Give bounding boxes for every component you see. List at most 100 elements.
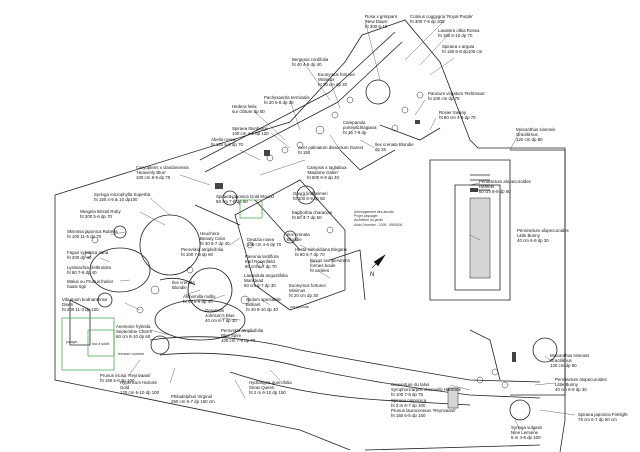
plant-label-line: Prunus incisa 'Reynvaanii'	[100, 373, 151, 378]
plant-label-line: Spiraea japonica Firelight	[578, 412, 628, 417]
plant-label-line: 50 cm 6-7 dp 30	[244, 283, 276, 289]
lawn-sandbox	[87, 329, 115, 357]
plant-label-line: Brilliant	[246, 302, 261, 308]
oval-bed-4	[154, 299, 246, 341]
plant-label-line: Snow Queen	[249, 385, 275, 391]
plant-label-line: ht 300 6-10	[365, 24, 388, 30]
plant-label-line: Pachysandra terminalis	[264, 95, 310, 100]
plant-label-line: Lavatera olbia Rosea	[438, 28, 480, 33]
plant-label-line: ht 100 11-5 dp 70	[67, 234, 102, 240]
plant-label-line: Gracillimus	[550, 358, 572, 364]
plant-label-line: formes boule	[310, 263, 336, 269]
label-sandbox-text: bac à sable	[92, 342, 110, 346]
plant-label-line: ht 150 5-6 dp 100	[100, 378, 135, 384]
label-terrace-text: terrasse couverte	[118, 352, 145, 356]
plant-label-line: Weigela Bristol Ruby	[80, 209, 121, 214]
plant-label-line: ht 100 7-8 dp 75	[391, 392, 423, 398]
plant-label-line: ht 40 6-9 dp 40	[183, 299, 213, 305]
terrace-area	[234, 179, 346, 311]
plant-label-line: 60 cm 8-10 dp 60	[116, 334, 151, 340]
round-bed-3	[89, 247, 151, 293]
plant-label-line: Euonymus fortunei	[289, 283, 326, 288]
plant-label-line: Perovskia atriplicifolia	[181, 247, 224, 252]
plant-label-line: ht 120 6-8 dp 70	[211, 142, 243, 148]
plant-label-line: Johnson's Blue	[205, 313, 235, 319]
plant-label-prunus-reynvaanii: Prunus incisa 'Reynvaanii'ht 150 5-6 dp …	[100, 373, 151, 383]
plant-label-line: Campanula	[343, 120, 366, 125]
plant-label-line: Syringa microphylla Superba	[94, 192, 151, 197]
plant-label-line: ht 200 11-3 dp 100	[62, 307, 99, 313]
plant-label-line: 40 cm 6-7 dp 30	[205, 318, 237, 324]
plant-label-line: sur clôture dp 50	[232, 109, 265, 115]
plant-label-line: Spiraea japonica Gold Mound	[216, 194, 274, 199]
plant-label-line: 80 cm 6-7 dp 70	[245, 264, 277, 270]
plant-label-line: 'Heavenly Blue'	[136, 170, 166, 176]
plant-label-line: Panicum virgatum 'Rehbraun'	[428, 91, 486, 96]
tree-circle-6	[509, 399, 531, 421]
plant-label-line: ht 80 7-8 dp 40	[67, 270, 97, 276]
tree-circle-5	[532, 337, 558, 363]
plant-label-line: Deutzia rosea	[247, 237, 275, 242]
plant-label-line: haute tige	[67, 284, 87, 290]
plant-label-line: Fagus sylvatica nana	[67, 250, 109, 255]
plant-label-line: Anemone hybrida	[116, 324, 151, 329]
tree-circle-7	[113, 225, 127, 239]
plant-label-line: Septembre Charm	[116, 329, 152, 335]
lawn-small	[239, 199, 263, 219]
fence-band	[199, 31, 403, 173]
plant-label-line: 100 cm 4-6 dp 120	[232, 131, 269, 137]
plant-label-line: Gold	[120, 385, 130, 391]
plant-label-line: dp 25	[375, 147, 386, 153]
house-right-wing	[510, 149, 566, 396]
plant-label-line: Pennisetum alopecuroides	[555, 377, 607, 382]
driveway-inner	[159, 352, 541, 399]
plant-label-line: Ilex crenata	[172, 280, 195, 285]
plant-label-line: Minimus	[318, 77, 335, 83]
plant-label-line: 100 cm 7-9 dp 70	[221, 338, 256, 344]
plant-label-line: ht 200 5-6 dp 70	[80, 214, 112, 220]
plant-label-line: Syringa vulgaris	[511, 425, 543, 430]
plant-label-line: ht 60 4-7 dp 50	[292, 215, 322, 221]
plant-label-line: ht 30 6-7 dp 40	[200, 241, 230, 247]
plant-label-line: Lavandula angustifolia	[244, 273, 288, 278]
plant-label-line: 100 cm 4-6 dp 70	[247, 242, 282, 248]
plant-label-line: Malus ou Prunus fruitier	[67, 279, 114, 284]
plant-label-line: ht 80 6-7 dp 70	[295, 252, 325, 258]
title-line-2: Projet paysager	[354, 214, 378, 219]
plant-label-line: Viburnum bodnantense	[62, 297, 108, 302]
plant-label-line: ht 150 6-8 dp100 cm	[442, 49, 483, 55]
plant-label-line: Little Bunny	[555, 382, 578, 388]
plant-label-line: ht 15 7-9 dp	[343, 130, 367, 136]
plant-label-line: Lysimachia clethroides	[67, 265, 112, 270]
plant-label-caryopteris: Caryopteris x clandonensis'Heavenly Blue…	[136, 165, 189, 181]
plant-label-line: Bergenia cordifolia	[292, 57, 329, 62]
north-label: N	[370, 272, 375, 278]
plant-label-line: ht 150 6-5 dp 150	[391, 413, 426, 419]
